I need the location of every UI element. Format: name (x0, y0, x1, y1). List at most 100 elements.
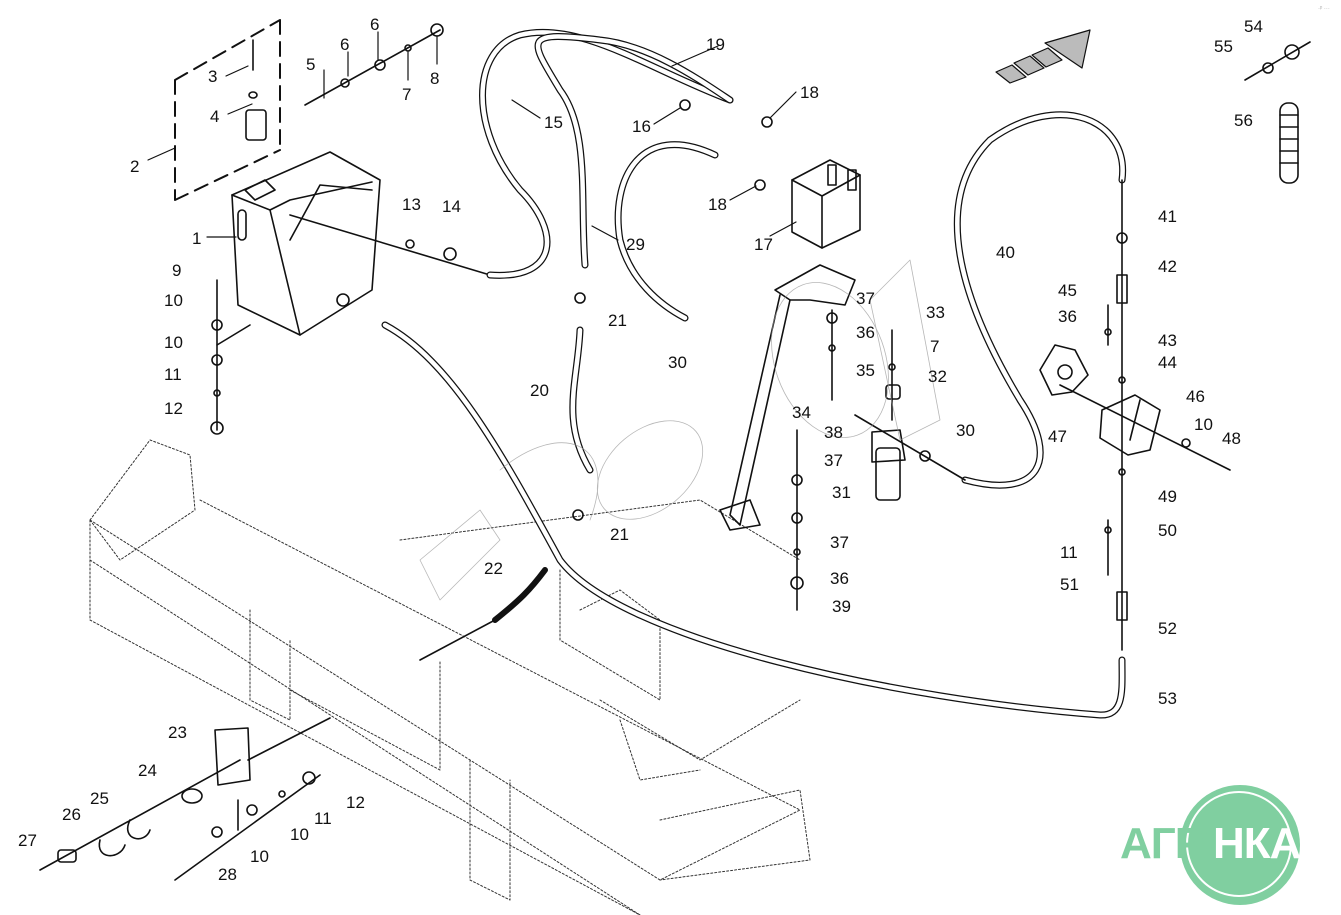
callout-7: 7 (930, 337, 940, 356)
callout-11: 11 (164, 365, 182, 384)
callout-23: 23 (168, 723, 187, 742)
callout-28: 28 (218, 865, 237, 884)
hydraulic-pump[interactable] (1059, 384, 1231, 471)
hose-29[interactable] (614, 141, 719, 322)
callout-4: 4 (210, 107, 220, 126)
callout-27: 27 (18, 831, 37, 850)
pump-fitting-column (1104, 179, 1128, 651)
callout-12: 12 (164, 399, 183, 418)
fastener-column-37-39 (790, 309, 838, 611)
callout-30: 30 (668, 353, 687, 372)
callout-11: 11 (1060, 543, 1078, 562)
callout-16: 16 (632, 117, 651, 136)
callout-11: 11 (314, 809, 332, 828)
callout-20: 20 (530, 381, 549, 400)
corner-mark: ·ᵖ ··· (1318, 6, 1330, 12)
pipe-22[interactable] (492, 567, 548, 623)
callout-39: 39 (832, 597, 851, 616)
callout-42: 42 (1158, 257, 1177, 276)
callout-37: 37 (824, 451, 843, 470)
logo-ring (1186, 791, 1292, 897)
callout-44: 44 (1158, 353, 1177, 372)
hydraulic-tank[interactable] (231, 151, 381, 336)
callout-48: 48 (1222, 429, 1241, 448)
callout-8: 8 (430, 69, 440, 88)
callout-26: 26 (62, 805, 81, 824)
callout-21: 21 (608, 311, 627, 330)
callout-5: 5 (306, 55, 316, 74)
leader-lines (147, 31, 797, 241)
drive-flange[interactable] (1039, 344, 1089, 396)
callout-10: 10 (164, 333, 183, 352)
callout-40: 40 (996, 243, 1015, 262)
filler-cap-assembly[interactable] (174, 19, 281, 201)
control-valve-block[interactable] (791, 159, 861, 249)
callout-47: 47 (1048, 427, 1067, 446)
callout-43: 43 (1158, 331, 1177, 350)
callout-15: 15 (544, 113, 563, 132)
callout-36: 36 (830, 569, 849, 588)
callout-38: 38 (824, 423, 843, 442)
callout-18: 18 (708, 195, 727, 214)
callout-12: 12 (346, 793, 365, 812)
callout-10: 10 (250, 847, 269, 866)
callout-53: 53 (1158, 689, 1177, 708)
callout-50: 50 (1158, 521, 1177, 540)
callout-1: 1 (192, 229, 202, 248)
callout-10: 10 (164, 291, 183, 310)
callout-7: 7 (402, 85, 412, 104)
callout-22: 22 (484, 559, 503, 578)
callout-6: 6 (340, 35, 350, 54)
callout-3: 3 (208, 67, 218, 86)
callout-41: 41 (1158, 207, 1177, 226)
callout-34: 34 (792, 403, 811, 422)
logo-text-right: НКА (1213, 819, 1301, 868)
bolt-stack-5-8 (304, 23, 444, 106)
callout-36: 36 (856, 323, 875, 342)
callout-21: 21 (610, 525, 629, 544)
hose-15[interactable] (479, 28, 734, 279)
callout-32: 32 (928, 367, 947, 386)
callout-37: 37 (856, 289, 875, 308)
callout-54: 54 (1244, 17, 1263, 36)
connector-plate-assembly[interactable] (39, 717, 331, 881)
callout-36: 36 (1058, 307, 1077, 326)
hose-40[interactable] (953, 111, 1127, 489)
callout-51: 51 (1060, 575, 1079, 594)
callout-6: 6 (370, 15, 380, 34)
callout-9: 9 (172, 261, 182, 280)
chassis-frame (89, 439, 811, 915)
filter-bracket[interactable] (719, 264, 856, 531)
callout-13: 13 (402, 195, 421, 214)
callout-35: 35 (856, 361, 875, 380)
callout-18: 18 (800, 83, 819, 102)
callout-56: 56 (1234, 111, 1253, 130)
callout-10: 10 (1194, 415, 1213, 434)
spare-parts-54-56 (1244, 41, 1311, 184)
callout-46: 46 (1186, 387, 1205, 406)
callout-17: 17 (754, 235, 773, 254)
watermark (419, 259, 941, 601)
callout-29: 29 (626, 235, 645, 254)
suction-tube[interactable] (289, 214, 491, 276)
callout-30: 30 (956, 421, 975, 440)
callout-55: 55 (1214, 37, 1233, 56)
hydraulic-filter[interactable] (854, 329, 966, 501)
callout-45: 45 (1058, 281, 1077, 300)
callout-37: 37 (830, 533, 849, 552)
callout-10: 10 (290, 825, 309, 844)
callout-52: 52 (1158, 619, 1177, 638)
callout-33: 33 (926, 303, 945, 322)
callout-49: 49 (1158, 487, 1177, 506)
agronka-logo: АГРО НКА (1118, 785, 1338, 905)
bolt-stack-9-12 (210, 279, 251, 435)
callout-24: 24 (138, 761, 157, 780)
travel-direction-arrow-icon (995, 29, 1091, 84)
callout-19: 19 (706, 35, 725, 54)
callout-31: 31 (832, 483, 851, 502)
callout-2: 2 (130, 157, 140, 176)
callout-14: 14 (442, 197, 461, 216)
logo-text-left: АГРО (1120, 819, 1237, 868)
callout-25: 25 (90, 789, 109, 808)
